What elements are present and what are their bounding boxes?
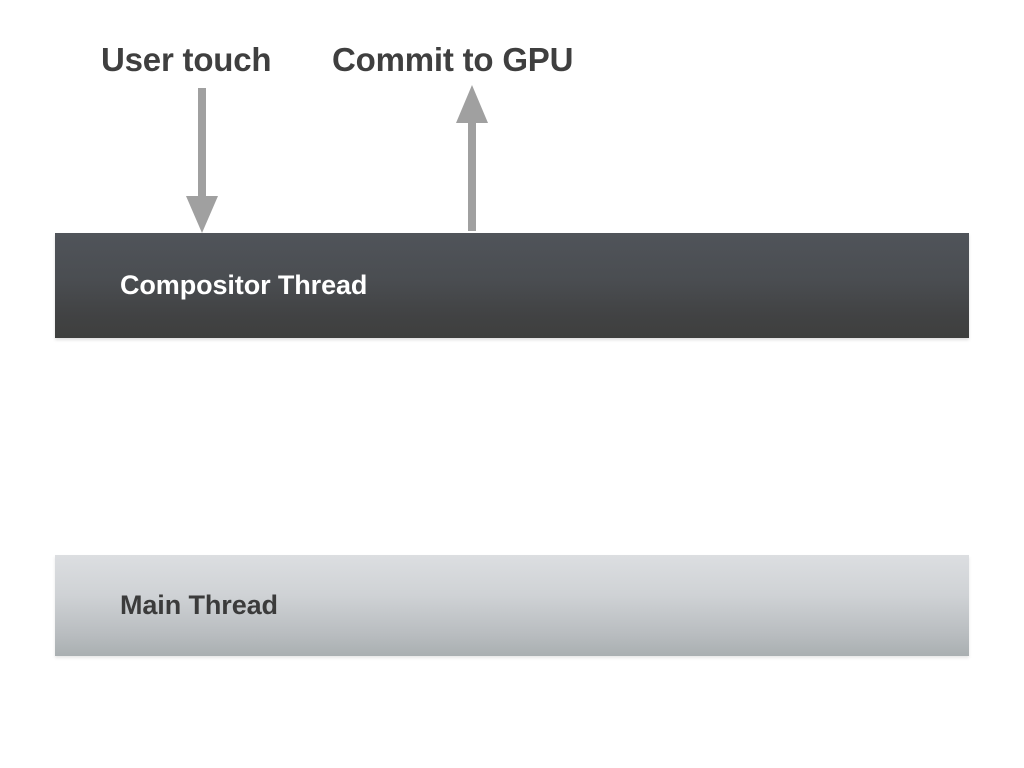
main-thread-bar: Main Thread <box>55 555 969 656</box>
compositor-thread-bar: Compositor Thread <box>55 233 969 338</box>
label-user-touch: User touch <box>101 41 272 78</box>
arrow-up-icon <box>456 85 488 231</box>
label-commit-to-gpu: Commit to GPU <box>332 41 574 78</box>
compositor-thread-label: Compositor Thread <box>120 270 368 300</box>
main-thread-label: Main Thread <box>120 590 278 620</box>
arrow-down-icon <box>186 88 218 233</box>
